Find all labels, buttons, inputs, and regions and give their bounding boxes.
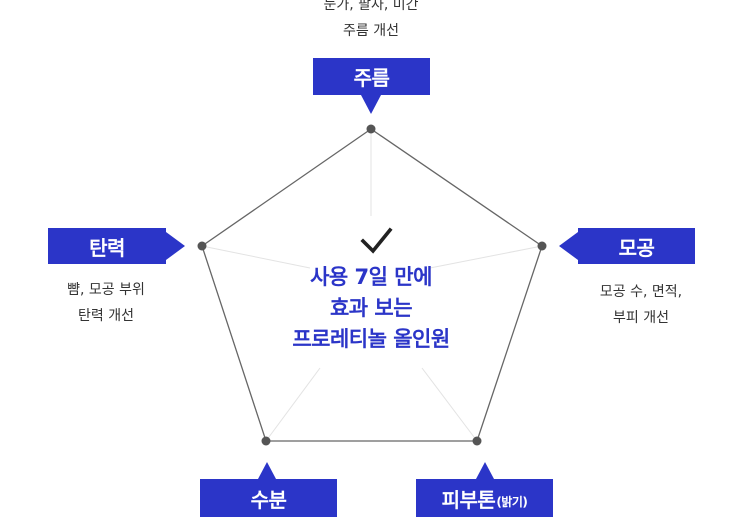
label-pore: 모공	[578, 228, 695, 264]
label-elasticity: 탄력	[48, 228, 166, 264]
label-skin-tone-text: 피부톤	[441, 487, 496, 512]
top-desc-line2: 주름 개선	[343, 23, 399, 39]
right-desc-line2: 부피 개선	[613, 310, 669, 326]
label-pore-text: 모공	[618, 235, 655, 260]
center-headline: 사용 7일 만에 효과 보는 프로레티놀 올인원	[261, 262, 481, 355]
center-line3: 프로레티놀 올인원	[292, 327, 450, 351]
label-skin-tone: 피부톤(밝기)	[416, 479, 553, 517]
left-description: 뺨, 모공 부위 탄력 개선	[26, 277, 186, 329]
left-desc-line1: 뺨, 모공 부위	[67, 282, 145, 298]
right-description: 모공 수, 면적, 부피 개선	[566, 279, 716, 331]
left-desc-line2: 탄력 개선	[78, 308, 134, 324]
label-skin-tone-sub: (밝기)	[496, 494, 528, 509]
pointer-bottom-right	[476, 462, 494, 479]
radial-spokes	[201, 130, 543, 442]
pentagon-outline	[201, 128, 543, 442]
vertex-dots	[197, 124, 547, 446]
spoke-right	[429, 245, 543, 269]
pointer-top	[361, 95, 381, 114]
right-desc-line1: 모공 수, 면적,	[599, 284, 683, 300]
spoke-bottom-right	[421, 367, 478, 442]
label-wrinkle-text: 주름	[353, 66, 390, 90]
label-moisture-text: 수분	[250, 487, 287, 512]
pointer-bottom-left	[258, 462, 276, 479]
vertex-dot-bottom-left	[261, 436, 271, 446]
check-icon	[360, 227, 393, 254]
pointer-right	[559, 232, 578, 260]
vertex-dot-left	[197, 241, 207, 251]
label-elasticity-text: 탄력	[89, 235, 125, 260]
vertex-dot-top	[366, 124, 376, 134]
pointer-left	[166, 232, 185, 260]
spoke-left	[201, 245, 311, 269]
top-description: 눈가, 팔자, 미간 주름 개선	[271, 0, 471, 44]
center-line1: 사용 7일 만에	[310, 265, 432, 289]
label-moisture: 수분	[200, 479, 337, 517]
vertex-dot-bottom-right	[472, 436, 482, 446]
top-desc-line1: 눈가, 팔자, 미간	[323, 0, 419, 13]
label-pointers	[166, 95, 578, 479]
center-line2: 효과 보는	[329, 296, 413, 320]
vertex-dot-right	[537, 241, 547, 251]
spoke-bottom-left	[265, 367, 321, 442]
label-wrinkle: 주름	[313, 58, 430, 95]
